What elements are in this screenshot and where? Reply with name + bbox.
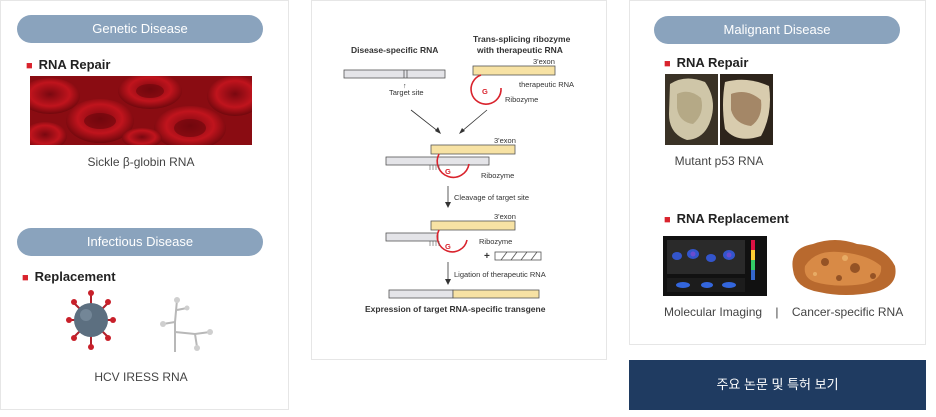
target-rna-bar-3 (385, 232, 439, 242)
result-grey-bar (388, 289, 454, 299)
caption-separator: | (775, 305, 779, 319)
exon-bar-2 (430, 144, 516, 155)
replacement-heading: ■ Replacement (22, 269, 116, 284)
hcv-ires-structure-image (160, 297, 213, 352)
molecular-imaging-caption: Molecular Imaging (664, 305, 763, 319)
exon-label-3: 3'exon (494, 212, 516, 221)
bullet-dot: ■ (26, 60, 33, 72)
disease-specific-rna-label: Disease-specific RNA (351, 45, 438, 55)
exon-bar-3 (430, 220, 516, 231)
target-site-label: Target site (389, 88, 424, 97)
ribozyme-label-1: Ribozyme (505, 95, 538, 104)
g-label-1: G (482, 87, 488, 96)
rna-replacement-heading: ■ RNA Replacement (664, 211, 789, 226)
ribozyme-label-2: Ribozyme (481, 171, 514, 180)
hcv-caption: HCV IRESS RNA (94, 370, 188, 384)
center-panel (311, 0, 607, 360)
bullet-dot: ■ (22, 272, 29, 284)
red-blood-cells-image (30, 76, 252, 145)
molecular-imaging-image (663, 236, 767, 296)
imaging-captions: Molecular Imaging | Cancer-specific RNA (664, 305, 904, 319)
fragment-bar (494, 251, 542, 261)
rna-repair-label: RNA Repair (38, 57, 111, 72)
trans-splicing-label-1: Trans-splicing ribozyme (473, 34, 571, 44)
bullet-dot: ■ (664, 214, 671, 226)
disease-rna-bar (343, 69, 446, 79)
plus-sign: + (484, 251, 490, 262)
sickle-caption: Sickle β-globin RNA (87, 155, 195, 169)
cancer-specific-caption: Cancer-specific RNA (791, 305, 904, 319)
target-site-arrow: ↑ (403, 83, 407, 90)
tumor-tissue-image (665, 74, 773, 145)
left-panel (0, 0, 289, 410)
g-label-3: G (445, 242, 451, 251)
bullet-dot: ■ (664, 58, 671, 70)
g-label-2: G (445, 167, 451, 176)
malignant-disease-pill: Malignant Disease (654, 16, 900, 44)
mutant-p53-caption: Mutant p53 RNA (674, 154, 764, 168)
ligation-label: Ligation of therapeutic RNA (454, 270, 546, 279)
therapeutic-label: therapeutic RNA (519, 80, 574, 89)
replacement-label: Replacement (34, 269, 116, 284)
cancer-tissue-image (792, 240, 896, 295)
exon-label-1: 3'exon (533, 57, 555, 66)
trans-splicing-label-2: with therapeutic RNA (476, 45, 563, 55)
expression-label: Expression of target RNA-specific transg… (365, 304, 546, 314)
cleavage-label: Cleavage of target site (454, 193, 529, 202)
right-rna-repair-heading: ■ RNA Repair (664, 55, 748, 70)
papers-patents-button[interactable]: 주요 논문 및 특허 보기 (629, 360, 926, 410)
rna-repair-heading: ■ RNA Repair (26, 57, 110, 72)
infectious-disease-pill: Infectious Disease (17, 228, 263, 256)
right-rna-repair-label: RNA Repair (676, 55, 749, 70)
genetic-disease-pill: Genetic Disease (17, 15, 263, 43)
trans-splicing-diagram: Disease-specific RNA Trans-splicing ribo… (343, 34, 574, 314)
exon-bar-1 (472, 65, 556, 76)
ribozyme-label-3: Ribozyme (479, 237, 512, 246)
result-exon-bar (452, 289, 540, 299)
rna-replacement-label: RNA Replacement (676, 211, 789, 226)
exon-label-2: 3'exon (494, 136, 516, 145)
virus-image (66, 290, 116, 350)
